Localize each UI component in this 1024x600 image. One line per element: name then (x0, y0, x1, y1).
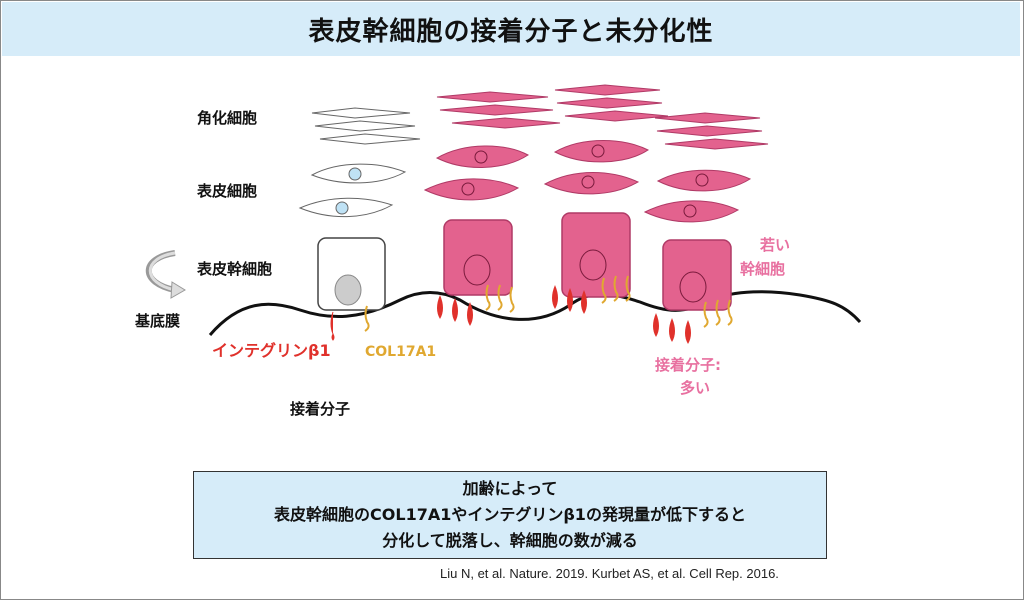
basement-membrane-line (208, 290, 862, 336)
epidermal-cell-white (298, 163, 407, 218)
label-col17a1: COL17A1 (365, 344, 436, 360)
label-adhesion-molecule: 接着分子 (290, 400, 350, 418)
summary-line-3: 分化して脱落し、幹細胞の数が減る (382, 531, 638, 550)
label-adhesion-many-line1: 接着分子: (655, 356, 721, 374)
keratinocyte-pink-stack-1 (436, 91, 561, 129)
citation: Liu N, et al. Nature. 2019. Kurbet AS, e… (440, 566, 779, 581)
label-young-line2: 幹細胞 (740, 260, 785, 278)
label-young-line1: 若い (759, 236, 790, 254)
keratinocyte-pink-stack-2 (554, 84, 669, 122)
label-epidermal-cell: 表皮細胞 (197, 182, 257, 200)
summary-line-1: 加齢によって (462, 479, 558, 498)
keratinocyte-white-stack (311, 107, 421, 145)
summary-line-2: 表皮幹細胞のCOL17A1やインテグリンβ1の発現量が低下すると (274, 505, 746, 524)
rotation-arrow-icon (145, 250, 186, 299)
stem-cell-white (317, 237, 386, 341)
epidermal-cell-pink-3 (643, 169, 752, 223)
label-integrin: インテグリンβ1 (212, 341, 331, 360)
label-adhesion-many-line2: 多い (680, 379, 710, 397)
label-keratinocyte: 角化細胞 (197, 109, 257, 127)
title-bar: 表皮幹細胞の接着分子と未分化性 (2, 2, 1020, 56)
stem-cell-pink-3 (653, 239, 733, 344)
page-title: 表皮幹細胞の接着分子と未分化性 (308, 16, 714, 47)
label-epidermal-stem-cell: 表皮幹細胞 (197, 260, 272, 278)
stem-cell-pink-2 (552, 212, 631, 314)
summary-box: 加齢によって 表皮幹細胞のCOL17A1やインテグリンβ1の発現量が低下すると … (193, 471, 827, 559)
label-basement-membrane: 基底膜 (134, 312, 180, 330)
keratinocyte-pink-stack-3 (654, 112, 769, 150)
epidermal-cell-pink-1 (423, 145, 529, 201)
stem-cell-pink-1 (437, 219, 515, 326)
epidermal-cell-pink-2 (543, 140, 649, 195)
